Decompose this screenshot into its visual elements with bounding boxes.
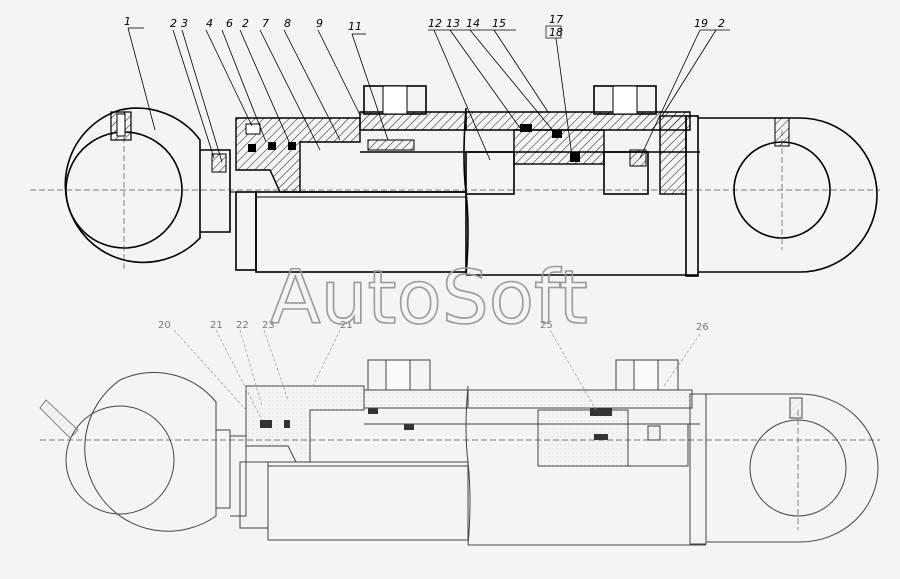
callout-label: 2 (718, 17, 725, 30)
callout-label: 11 (348, 20, 362, 33)
left-eye-bottom (39, 371, 217, 532)
callout-label: 9 (316, 17, 323, 30)
top-callout-labels: 1 2 3 4 6 2 7 8 9 11 12 13 14 15 17 18 1… (124, 13, 725, 39)
callout-label: 3 (181, 17, 188, 30)
callout-label: 23 (262, 320, 275, 331)
top-view (30, 27, 880, 277)
bottom-view (39, 329, 880, 546)
callout-label: 26 (696, 322, 709, 333)
callout-label: 21 (340, 320, 353, 331)
callout-label: 22 (236, 320, 249, 331)
bottom-leaders (173, 329, 701, 421)
callout-label: 15 (492, 17, 506, 30)
callout-label: 6 (226, 17, 233, 30)
callout-label: 25 (540, 320, 553, 331)
callout-label: 1 (124, 15, 131, 28)
left-eye-top (64, 107, 201, 270)
callout-label: 4 (206, 17, 213, 30)
callout-label: 21 (210, 320, 223, 331)
callout-label: 7 (262, 17, 269, 30)
right-eye-bottom (749, 393, 879, 543)
callout-label: 20 (158, 320, 171, 331)
callout-label: 19 (694, 17, 708, 30)
callout-label: 12 (428, 17, 442, 30)
callout-label: 8 (284, 17, 291, 30)
callout-label: 2 (170, 17, 177, 30)
bottom-callout-labels: 20 21 22 23 21 25 26 (158, 320, 709, 333)
callout-label: 13 (446, 17, 460, 30)
right-eye-top (733, 117, 878, 273)
callout-label: 18 (549, 26, 563, 39)
callout-label: 2 (242, 17, 249, 30)
callout-label: 17 (549, 13, 563, 26)
top-leaders (127, 27, 730, 163)
watermark: AutoSoft (270, 255, 588, 341)
callout-label: 14 (466, 17, 480, 30)
